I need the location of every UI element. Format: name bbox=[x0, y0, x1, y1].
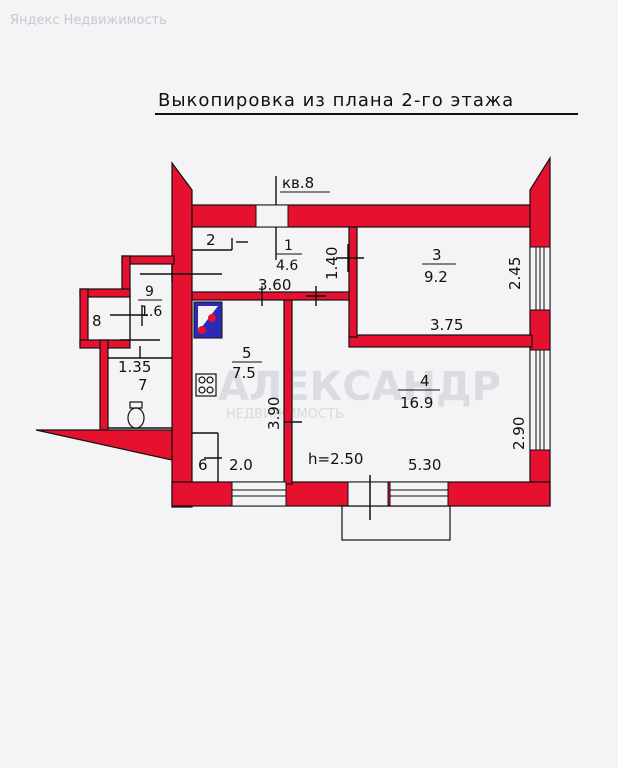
wall-top bbox=[191, 204, 531, 228]
room-3-id: 3 bbox=[432, 246, 442, 264]
window-room4 bbox=[389, 481, 449, 507]
wall-room8-left bbox=[79, 288, 89, 347]
room-1-id: 1 bbox=[284, 238, 293, 254]
dim-3-60: 3.60 bbox=[258, 276, 291, 294]
dim-1-40: 1.40 bbox=[323, 247, 341, 280]
dim-5-30: 5.30 bbox=[408, 456, 441, 474]
window-kitchen bbox=[231, 481, 287, 507]
room-6-area: 2.0 bbox=[229, 456, 253, 474]
room-4-area: 16.9 bbox=[400, 394, 433, 412]
toilet bbox=[127, 401, 145, 429]
wall-left-outer bbox=[171, 161, 193, 508]
windows bbox=[231, 204, 551, 507]
room-5-id: 5 bbox=[242, 344, 252, 362]
walls bbox=[35, 155, 551, 508]
wall-room3-room4 bbox=[348, 334, 533, 348]
stove bbox=[193, 301, 223, 339]
room-6-id: 6 bbox=[198, 456, 208, 474]
apartment-label: кв.8 bbox=[282, 174, 314, 192]
inner-lines bbox=[108, 176, 364, 482]
cooker bbox=[195, 373, 217, 397]
balcony-door bbox=[347, 481, 389, 507]
wall-entrance-wing bbox=[35, 429, 173, 461]
dim-2-90: 2.90 bbox=[510, 417, 528, 450]
ceiling-height: h=2.50 bbox=[308, 450, 363, 468]
room-8-id: 8 bbox=[92, 312, 102, 330]
wall-room3-left bbox=[348, 226, 358, 338]
room-9-id: 9 bbox=[145, 284, 154, 300]
window-top bbox=[255, 204, 289, 228]
room-3-area: 9.2 bbox=[424, 268, 448, 286]
wall-right-outer bbox=[529, 155, 551, 506]
wall-kitchen-room4 bbox=[283, 299, 293, 485]
room-9-area: 1.6 bbox=[140, 304, 162, 320]
wall-room7-left bbox=[99, 339, 109, 431]
watermark-top: Яндекс Недвижимость bbox=[10, 13, 167, 28]
dim-2-45: 2.45 bbox=[506, 257, 524, 290]
room-4-id: 4 bbox=[420, 372, 430, 390]
room-5-area: 7.5 bbox=[232, 364, 256, 382]
dim-3-75: 3.75 bbox=[430, 316, 463, 334]
dim-3-90: 3.90 bbox=[265, 397, 283, 430]
room-2-id: 2 bbox=[206, 231, 216, 249]
watermark-center: АЛЕКСАНДР bbox=[218, 364, 501, 410]
balcony bbox=[341, 505, 451, 541]
plan-title: Выкопировка из плана 2-го этажа bbox=[158, 90, 514, 111]
room-7-id: 7 bbox=[138, 376, 148, 394]
dim-1-35: 1.35 bbox=[118, 358, 151, 376]
room-1-area: 4.6 bbox=[276, 258, 298, 274]
